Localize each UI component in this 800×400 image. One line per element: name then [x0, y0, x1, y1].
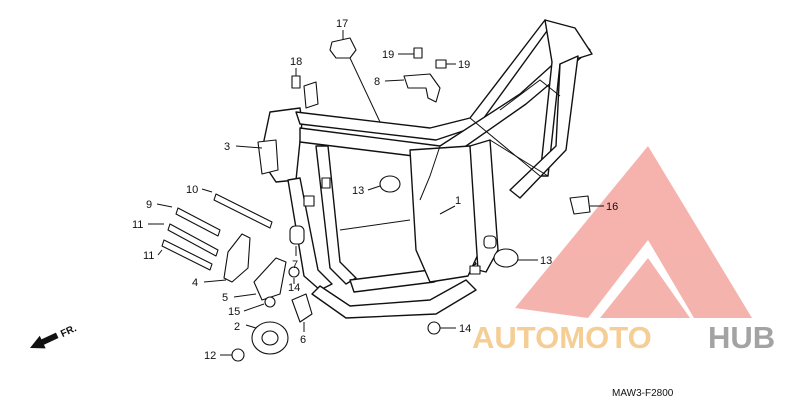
watermark-triangle — [515, 146, 752, 318]
callout-10: 10 — [186, 184, 198, 196]
gusset-c — [483, 235, 497, 249]
watermark-text: AUTOMOTO HUB — [472, 320, 775, 355]
frame-brace-4 — [419, 145, 441, 201]
leader-13a — [367, 185, 381, 191]
part-16-clip — [569, 195, 591, 215]
callout-15: 15 — [228, 306, 240, 318]
loose-parts — [161, 37, 591, 362]
callout-14b: 14 — [459, 323, 471, 335]
frame-brace-3 — [499, 79, 561, 111]
callout-19b: 19 — [458, 59, 470, 71]
gusset-d — [469, 265, 481, 275]
part-13-grommet-upper — [379, 175, 401, 193]
part-15-nut — [264, 296, 276, 308]
center-pivot-plate — [409, 145, 481, 283]
callout-3: 3 — [224, 141, 230, 153]
callout-7: 7 — [292, 259, 298, 271]
callout-14a: 14 — [288, 282, 300, 294]
front-label: FR. — [59, 323, 78, 340]
frame-brace-5 — [339, 219, 411, 231]
callout-11a: 11 — [132, 219, 143, 231]
callout-8: 8 — [374, 76, 380, 88]
callout-12: 12 — [204, 350, 216, 362]
callout-18: 18 — [290, 56, 302, 68]
part-7-bushing — [289, 225, 305, 245]
callout-11b: 11 — [143, 250, 154, 262]
leader-5 — [233, 293, 257, 298]
part-4-plate — [223, 233, 251, 283]
watermark-text-automoto: AUTOMOTO — [472, 320, 652, 355]
part-13-grommet-lower — [493, 248, 519, 268]
down-tube-left — [287, 177, 333, 291]
leader-8 — [384, 79, 405, 82]
part-19-bolt-right — [435, 59, 447, 69]
callout-2: 2 — [234, 321, 240, 333]
leader-1 — [439, 205, 456, 215]
leader-3 — [235, 145, 263, 149]
watermark-logo — [515, 146, 752, 318]
diagram-code: MAW3-F2800 — [612, 388, 674, 399]
part-18-bolt — [291, 75, 301, 89]
leader-10 — [201, 188, 213, 193]
leader-11b — [157, 249, 163, 256]
callout-4: 4 — [192, 277, 198, 289]
part-11-bolt-a — [167, 223, 219, 257]
leader-9 — [156, 203, 173, 208]
part-2-horn-inner — [261, 330, 279, 346]
callout-17: 17 — [336, 18, 348, 30]
callout-1: 1 — [455, 195, 461, 207]
frame-brace-2 — [489, 139, 549, 177]
lower-cradle — [311, 279, 477, 319]
frame-brace-1 — [469, 117, 541, 177]
part-19-bolt-left — [413, 47, 423, 59]
part-6-bracket — [291, 293, 313, 323]
callout-9: 9 — [146, 199, 152, 211]
callout-16: 16 — [606, 201, 618, 213]
part-12-nut — [231, 348, 245, 362]
motorcycle-frame — [261, 19, 593, 319]
leader-15 — [243, 303, 265, 312]
part-10-bolt — [213, 193, 273, 229]
callout-5: 5 — [222, 292, 228, 304]
callout-13b: 13 — [540, 255, 552, 267]
callouts: 1 2 3 4 5 6 7 8 9 10 11 11 12 13 13 14 1… — [132, 18, 618, 362]
leader-4 — [203, 279, 227, 283]
part-17-mount — [329, 37, 357, 59]
rear-stay — [509, 55, 579, 199]
part-8-bracket — [403, 73, 441, 103]
callout-19a: 19 — [382, 49, 394, 61]
part-3-clamp — [257, 139, 279, 175]
callout-6: 6 — [300, 334, 306, 346]
leader-17b — [349, 57, 381, 123]
part-9-bolt — [175, 207, 221, 237]
part-14-nut-upper — [288, 266, 300, 278]
seat-rail — [539, 19, 593, 177]
part-18-plate — [303, 81, 319, 109]
gusset-a — [321, 177, 331, 189]
down-tube-right — [315, 145, 357, 285]
watermark-triangle-inner — [600, 258, 690, 318]
callout-13a: 13 — [352, 185, 364, 197]
part-14-nut-lower — [427, 321, 441, 335]
gusset-b — [303, 195, 315, 207]
leader-lines — [148, 30, 604, 356]
front-arrow-icon — [30, 332, 59, 349]
part-5-plate — [253, 257, 287, 301]
leader-2 — [245, 324, 257, 329]
part-11-bolt-b — [161, 239, 213, 271]
front-direction-indicator: FR. — [30, 323, 79, 349]
watermark-text-hub: HUB — [708, 320, 775, 355]
